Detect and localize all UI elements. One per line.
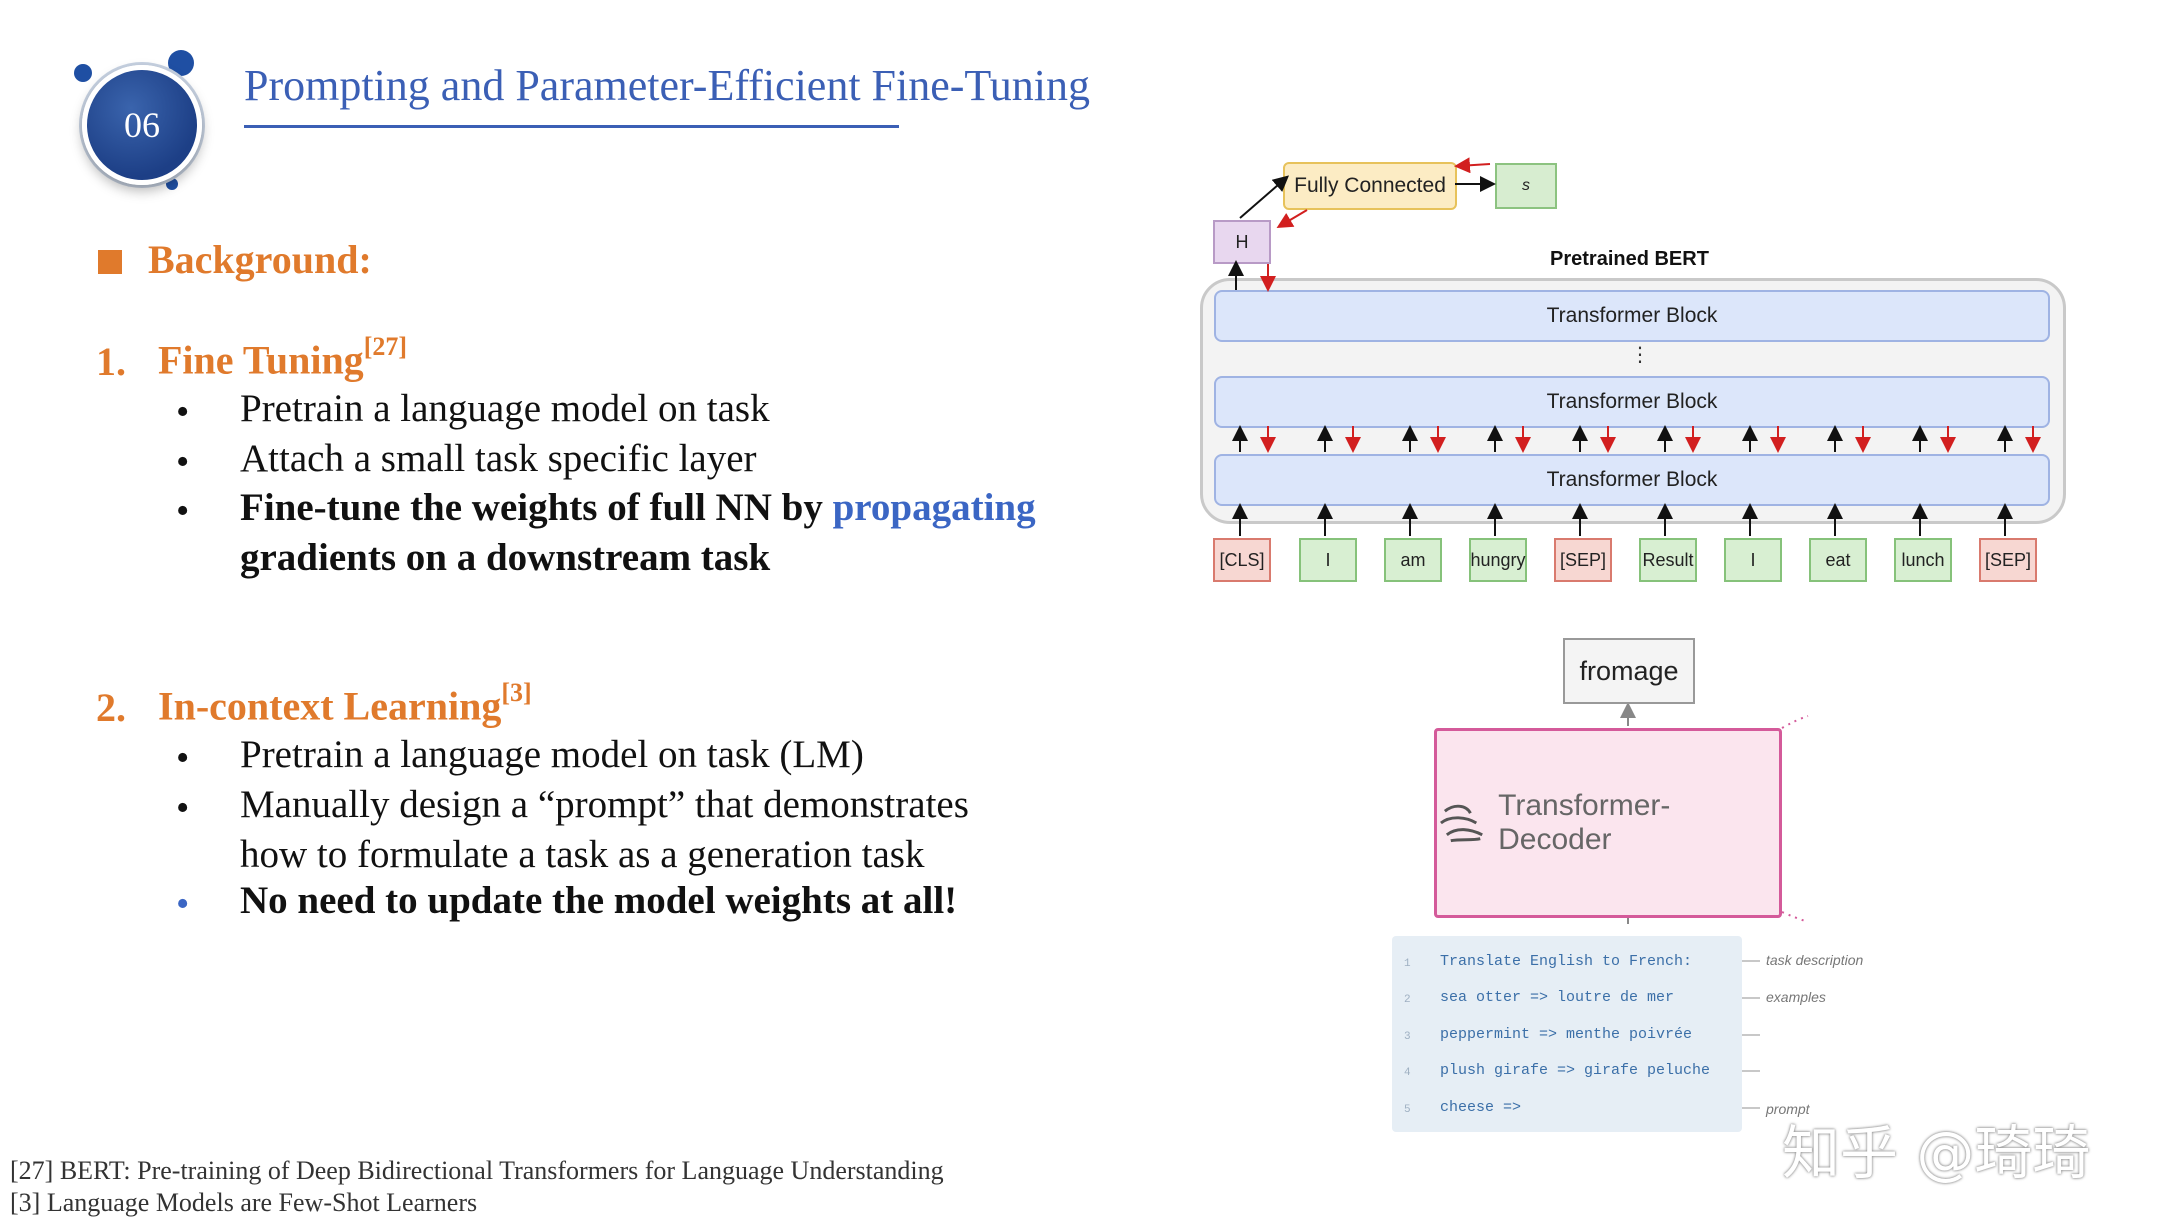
- h-to-fc-arrow: [1239, 175, 1290, 219]
- section1-bullet-3-highlight: propagating: [832, 486, 1036, 529]
- section2-number: 2.: [96, 685, 126, 730]
- line-number: 4: [1404, 1067, 1411, 1079]
- watermark: 知乎 @琦琦: [1782, 1119, 2091, 1187]
- token-arrows: [1232, 503, 2013, 536]
- dotted-line: [1781, 715, 1809, 729]
- token-box: [SEP]: [1554, 538, 1612, 582]
- line-number: 2: [1404, 994, 1411, 1006]
- token-box: Result: [1639, 538, 1697, 582]
- title-underline: [244, 125, 899, 128]
- section1-heading: Fine Tuning[27]: [158, 332, 407, 383]
- bullet-icon: •: [176, 883, 190, 925]
- bullet-icon: •: [176, 787, 190, 829]
- token-box: hungry: [1469, 538, 1527, 582]
- background-heading: Background:: [148, 237, 372, 282]
- decoder-label: Transformer-Decoder: [1498, 789, 1671, 856]
- bullet-icon: •: [176, 490, 190, 532]
- annotation-examples: examples: [1766, 989, 1826, 1005]
- section2-bullet-2: Manually design a “prompt” that demonstr…: [240, 783, 969, 826]
- output-box: fromage: [1563, 638, 1695, 704]
- section1-bullet-2: Attach a small task specific layer: [240, 437, 757, 480]
- fully-connected-box: Fully Connected: [1283, 162, 1457, 210]
- section2-bullet-3: No need to update the model weights at a…: [240, 879, 958, 922]
- bullet-icon: •: [176, 737, 190, 779]
- section1-number: 1.: [96, 339, 126, 384]
- token-box: I: [1724, 538, 1782, 582]
- line-number: 5: [1404, 1104, 1411, 1116]
- transformer-block-middle: Transformer Block: [1214, 376, 2050, 428]
- section1-bullet-1: Pretrain a language model on task: [240, 387, 770, 430]
- prompt-line: plush girafe => girafe peluche: [1440, 1062, 1711, 1079]
- section2-title: In-context Learning: [158, 683, 502, 729]
- prompt-line: Translate English to French:: [1440, 953, 1693, 970]
- token-box: [SEP]: [1979, 538, 2037, 582]
- token-box: am: [1384, 538, 1442, 582]
- token-box: [CLS]: [1213, 538, 1271, 582]
- s-box: s: [1495, 163, 1557, 209]
- bullet-square-icon: [98, 250, 122, 274]
- section1-bullet-3-line2: gradients on a downstream task: [240, 536, 771, 579]
- section2-ref: [3]: [501, 678, 532, 707]
- token-box: eat: [1809, 538, 1867, 582]
- dotted-line: [1781, 911, 1809, 923]
- footnote-2: [3] Language Models are Few-Shot Learner…: [10, 1188, 478, 1217]
- section2-bullet-2-line2: how to formulate a task as a generation …: [240, 833, 925, 876]
- decoder-box: Transformer-Decoder: [1434, 728, 1782, 918]
- line-number: 3: [1404, 1031, 1411, 1043]
- transformer-block-bottom: Transformer Block: [1214, 454, 2050, 506]
- ellipsis-icon: ⋮: [1630, 344, 1650, 366]
- prompt-code-box: [1392, 936, 1742, 1132]
- section-badge: 06: [70, 50, 210, 190]
- annotation-prompt: prompt: [1766, 1101, 1810, 1117]
- prompt-line: sea otter => loutre de mer: [1440, 989, 1675, 1006]
- s-to-fc-arrow: [1454, 157, 1491, 174]
- fc-to-h-arrow: [1276, 209, 1308, 229]
- prompt-line: cheese =>: [1440, 1099, 1522, 1116]
- transformer-block-top: Transformer Block: [1214, 290, 2050, 342]
- prompt-line: peppermint => menthe poivrée: [1440, 1026, 1693, 1043]
- token-box: lunch: [1894, 538, 1952, 582]
- openai-logo-icon: [1440, 804, 1483, 843]
- section1-bullet-3-prefix: Fine-tune the weights of full NN by: [240, 486, 833, 529]
- footnote-1: [27] BERT: Pre-training of Deep Bidirect…: [10, 1156, 944, 1185]
- section-number: 06: [82, 65, 202, 185]
- bullet-icon: •: [176, 391, 190, 433]
- line-number: 1: [1404, 958, 1411, 970]
- section1-ref: [27]: [363, 332, 408, 361]
- pretrained-bert-label: Pretrained BERT: [1550, 248, 1709, 270]
- page-title: Prompting and Parameter-Efficient Fine-T…: [244, 61, 1090, 110]
- bullet-icon: •: [176, 441, 190, 483]
- annotation-task-description: task description: [1766, 952, 1864, 968]
- token-box: I: [1299, 538, 1357, 582]
- section2-bullet-1: Pretrain a language model on task (LM): [240, 733, 864, 776]
- block-arrows: [1232, 425, 2041, 453]
- section1-title: Fine Tuning: [158, 337, 364, 383]
- section2-heading: In-context Learning[3]: [158, 678, 532, 729]
- section1-bullet-3: Fine-tune the weights of full NN by prop…: [240, 485, 1036, 530]
